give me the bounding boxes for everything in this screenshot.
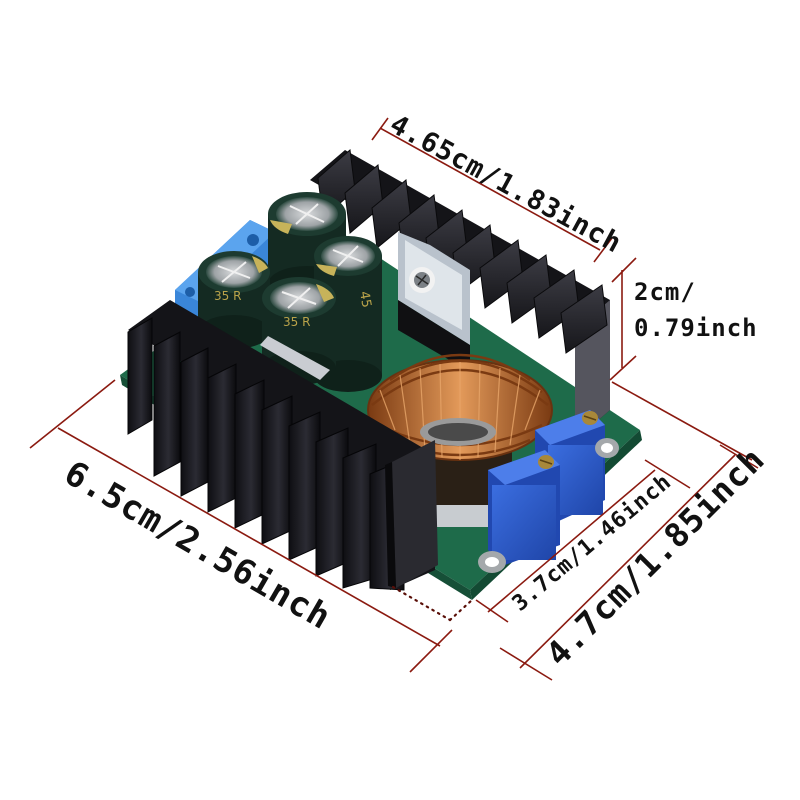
power-transistor bbox=[398, 232, 470, 372]
pcb-width-line bbox=[487, 469, 656, 613]
top-length-line bbox=[379, 127, 601, 251]
trimmer-potentiometers bbox=[488, 410, 605, 565]
total-width-line bbox=[519, 454, 736, 669]
trimmer-front bbox=[488, 450, 560, 565]
dimension-lines bbox=[29, 117, 759, 681]
heatsink-front bbox=[127, 300, 438, 591]
capacitor-1 bbox=[268, 192, 346, 302]
left-length-line bbox=[29, 379, 116, 449]
svg-text:35 R: 35 R bbox=[283, 315, 310, 329]
height-label-line2: 0.79inch bbox=[634, 314, 758, 342]
height-label-line1: 2cm/ bbox=[634, 278, 696, 306]
heatsink-rear bbox=[310, 149, 610, 440]
svg-text:45: 45 bbox=[356, 290, 374, 309]
capacitor-4: 35 R bbox=[262, 277, 336, 385]
svg-text:35 R: 35 R bbox=[214, 289, 241, 303]
mounting-holes bbox=[478, 438, 619, 573]
